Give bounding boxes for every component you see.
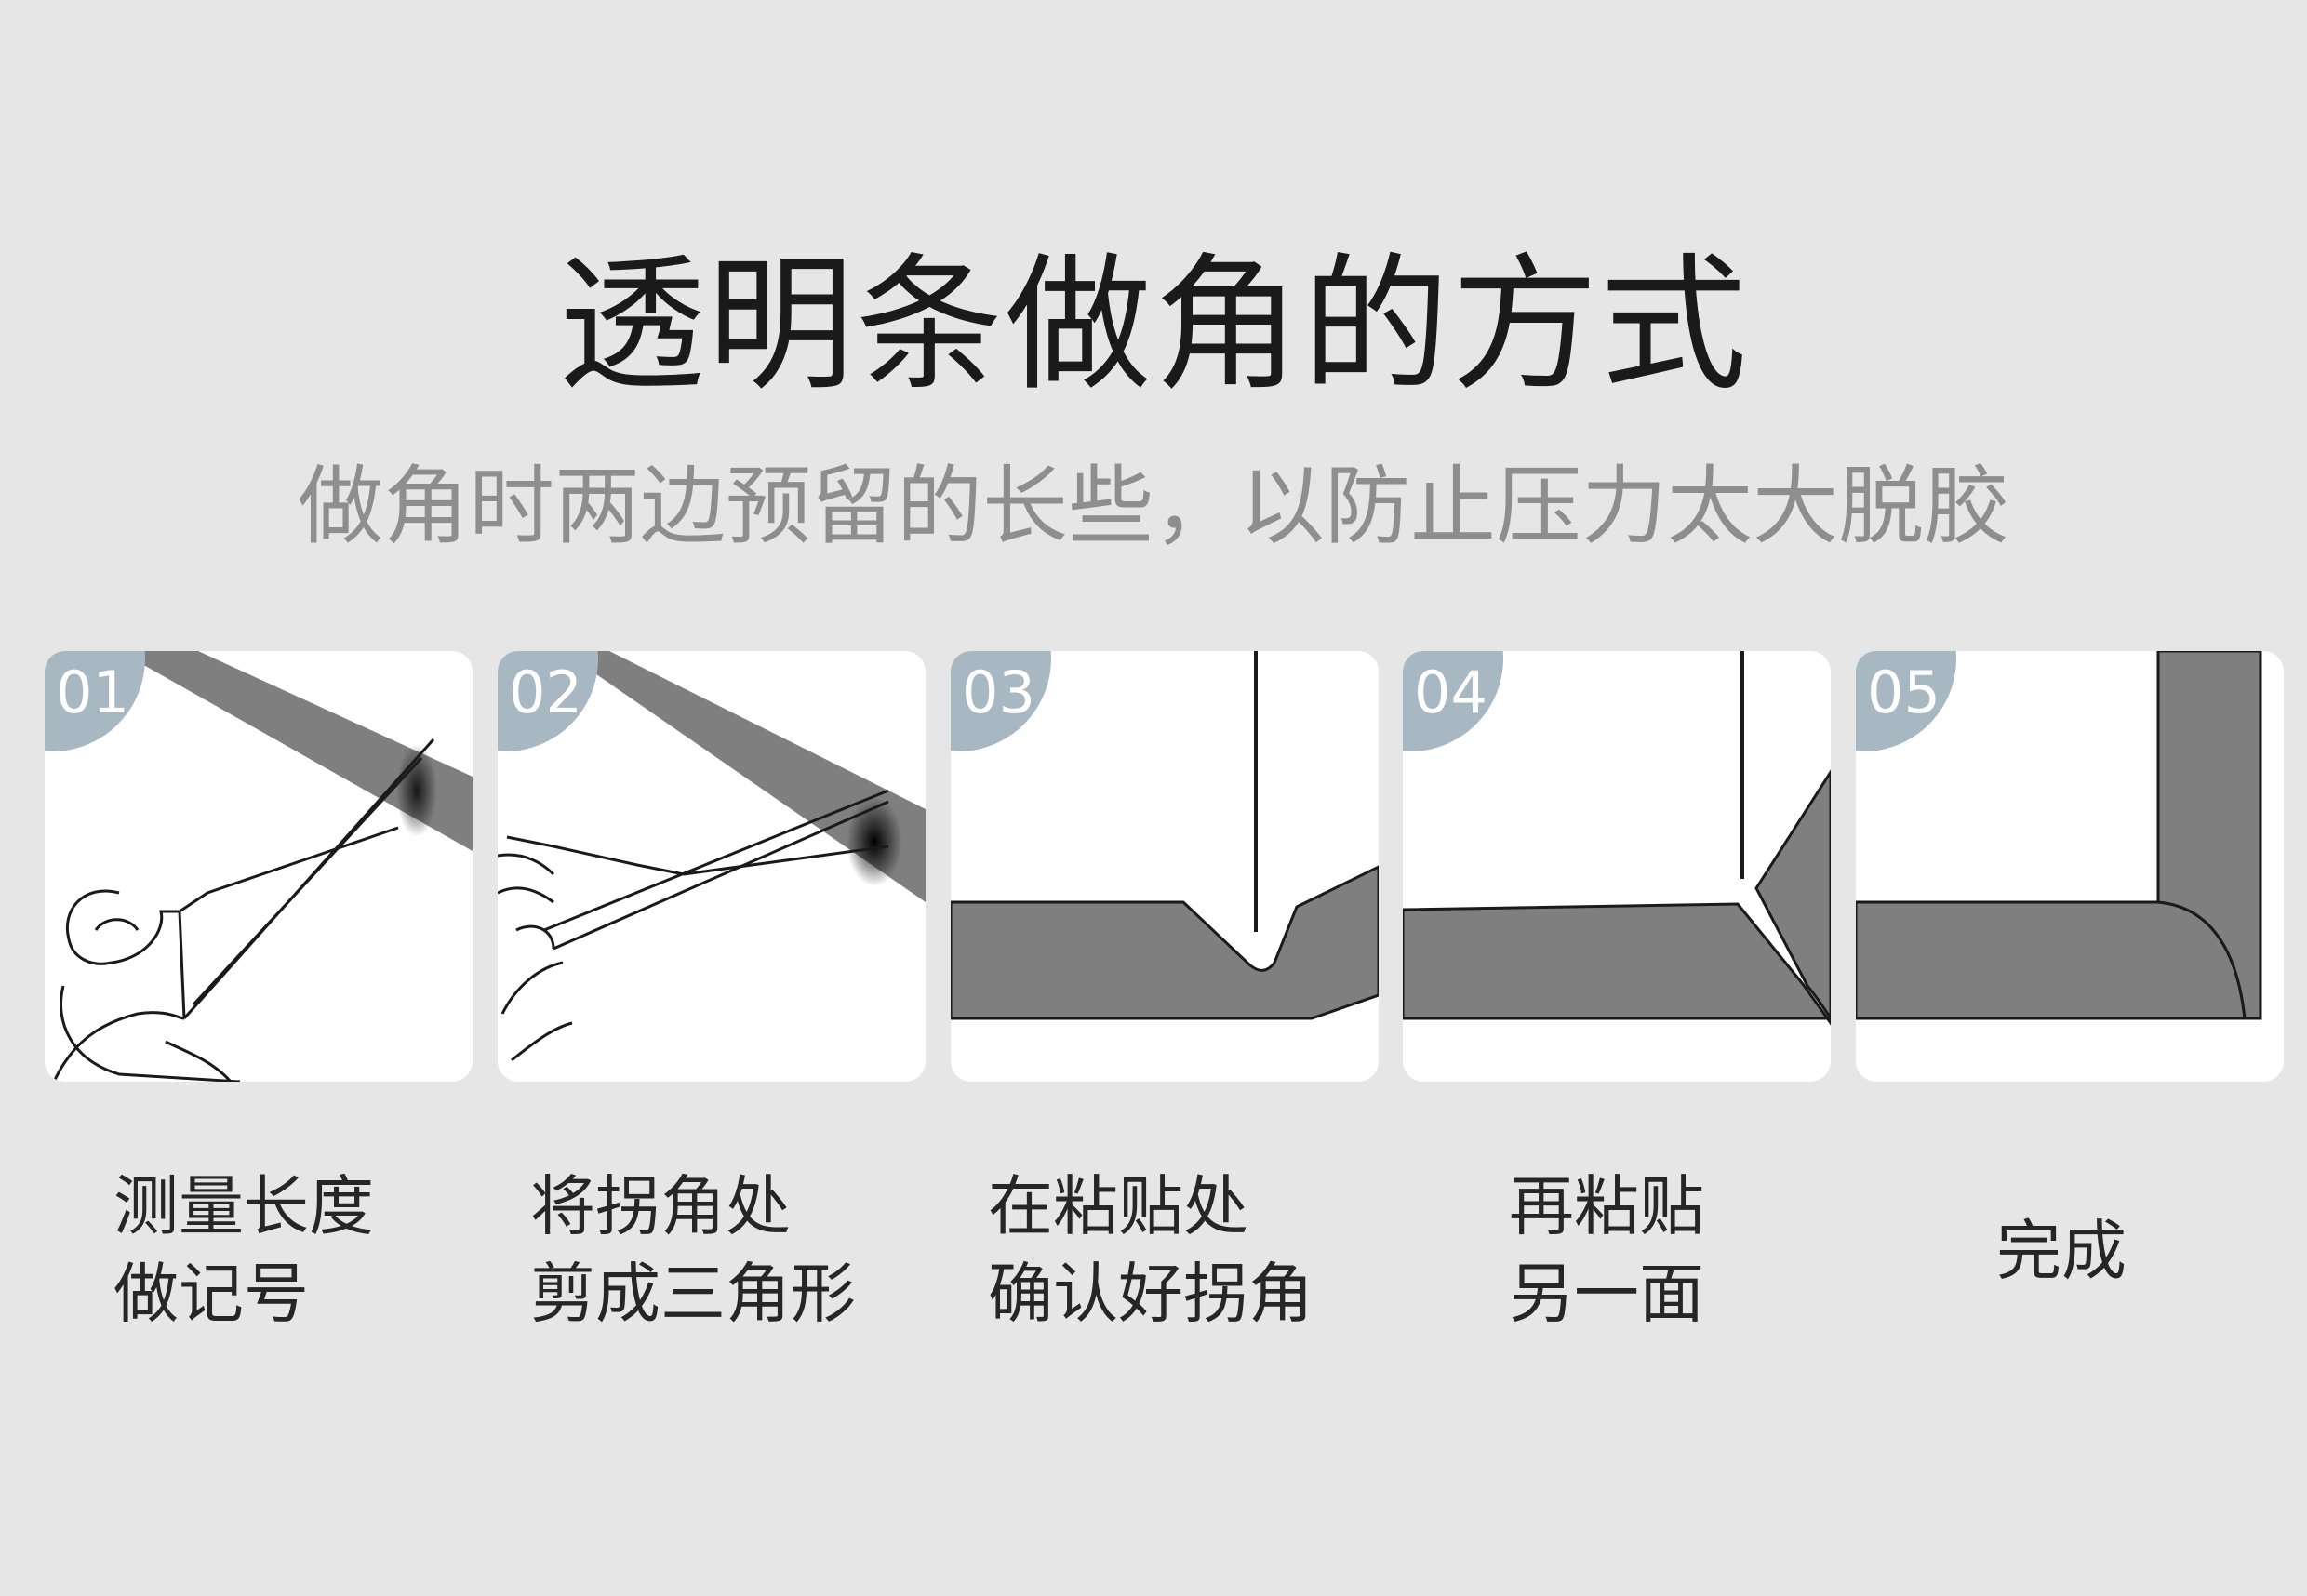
step-5-illustration: 05 xyxy=(1856,651,2262,1020)
step-caption-4-line1: 再粘贴 xyxy=(1509,1168,1704,1244)
step-4-illustration: 04 xyxy=(1403,651,1831,1026)
step-1-illustration: 01 xyxy=(45,651,473,1082)
step-panel-2: 02 xyxy=(498,651,926,1082)
folded-flap xyxy=(1754,769,1831,1021)
step-badge-1 xyxy=(45,651,145,751)
step-caption-2-line1: 将拐角处 xyxy=(530,1168,791,1244)
step-caption-3: 在粘贴处 确认好拐角 xyxy=(988,1163,1314,1337)
step-panel-3: 03 xyxy=(951,651,1379,1082)
tape-strip xyxy=(119,651,473,851)
step-caption-5-line1: 完成 xyxy=(1996,1213,2127,1289)
step-caption-4: 再粘贴 另一面 xyxy=(1509,1163,1704,1337)
tape-strip xyxy=(563,651,926,902)
step-caption-2: 将拐角处 剪成三角形 xyxy=(530,1163,856,1337)
vertical-strip xyxy=(2156,651,2262,1020)
step-caption-3-line1: 在粘贴处 xyxy=(988,1168,1248,1244)
page-subtitle: 做角时两边预留的长些，以防止压力太大脱胶 xyxy=(297,457,2009,556)
step-2-illustration: 02 xyxy=(498,651,926,1062)
step-badge-5 xyxy=(1856,651,1956,751)
cut-mark xyxy=(847,797,902,886)
cut-mark xyxy=(396,744,437,837)
step-number-1: 01 xyxy=(56,658,129,726)
step-panel-5: 05 xyxy=(1856,651,2284,1082)
step-number-5: 05 xyxy=(1867,658,1940,726)
step-panel-1: 01 xyxy=(45,651,473,1082)
step-badge-2 xyxy=(498,651,598,751)
step-panel-4: 04 xyxy=(1403,651,1831,1082)
step-number-4: 04 xyxy=(1414,658,1487,726)
step-badge-3 xyxy=(951,651,1051,751)
scissors-hand-icon xyxy=(498,789,889,1062)
bottom-strip xyxy=(1856,900,2247,1020)
step-caption-2-line2: 剪成三角形 xyxy=(530,1256,856,1332)
step-caption-3-line2: 确认好拐角 xyxy=(988,1256,1314,1332)
step-number-3: 03 xyxy=(962,658,1035,726)
step-number-2: 02 xyxy=(509,658,582,726)
step-caption-1-line2: 做记号 xyxy=(113,1256,309,1332)
page-title: 透明条做角的方式 xyxy=(558,240,1749,411)
corner-strip xyxy=(951,865,1379,1020)
bottom-strip xyxy=(1403,902,1831,1026)
step-3-illustration: 03 xyxy=(951,651,1379,1020)
step-caption-1-line1: 测量长度 xyxy=(113,1168,374,1244)
step-badge-4 xyxy=(1403,651,1503,751)
step-caption-4-line2: 另一面 xyxy=(1509,1256,1704,1332)
step-caption-1: 测量长度 做记号 xyxy=(113,1163,374,1337)
scissors-hand-icon xyxy=(52,738,435,1082)
step-caption-5: 完成 xyxy=(1996,1207,2127,1295)
